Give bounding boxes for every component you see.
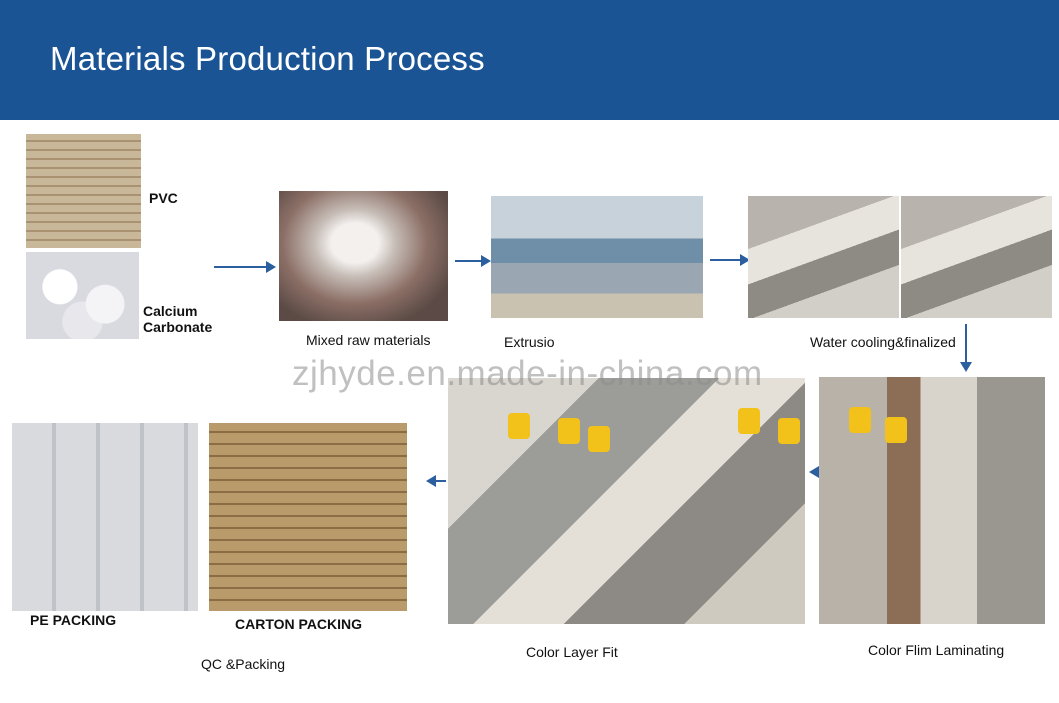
color-layer-fit-label: Color Layer Fit	[526, 644, 618, 660]
pe-packing-label: PE PACKING	[30, 612, 117, 628]
pe-packing-photo	[12, 423, 198, 611]
watermark-text: zjhyde.en.made-in-china.com	[292, 354, 763, 393]
pvc-photo	[26, 134, 141, 248]
calcium-carbonate-label-line2: Carbonate	[143, 319, 213, 335]
arrow-down-icon	[960, 324, 972, 372]
arrow-left-icon	[426, 475, 446, 487]
carton-packing-label: CARTON PACKING	[235, 616, 363, 632]
water-cooling-photo-right	[901, 196, 1052, 318]
pvc-label: PVC	[149, 190, 178, 206]
water-cooling-photo-left	[748, 196, 899, 318]
carton-packing-photo	[209, 423, 407, 611]
mixed-raw-materials-photo	[279, 191, 448, 321]
extrusion-photo	[491, 196, 703, 318]
calcium-carbonate-photo	[26, 252, 139, 339]
color-flim-laminating-label: Color Flim Laminating	[868, 642, 1005, 658]
header-banner: Materials Production Process	[0, 0, 1059, 120]
water-cooling-label: Water cooling&finalized	[810, 334, 956, 350]
color-flim-laminating-photo	[819, 377, 1045, 624]
extrusion-label: Extrusio	[504, 334, 555, 350]
qc-packing-label: QC &Packing	[201, 656, 286, 672]
arrow-right-icon	[710, 254, 750, 266]
mixed-raw-materials-label: Mixed raw materials	[306, 332, 431, 348]
arrow-left-icon	[809, 466, 819, 478]
arrow-right-icon	[214, 261, 276, 273]
page-title: Materials Production Process	[50, 40, 485, 77]
calcium-carbonate-label-line1: Calcium	[143, 303, 198, 319]
color-layer-fit-photo	[448, 378, 805, 624]
arrow-right-icon	[455, 255, 491, 267]
